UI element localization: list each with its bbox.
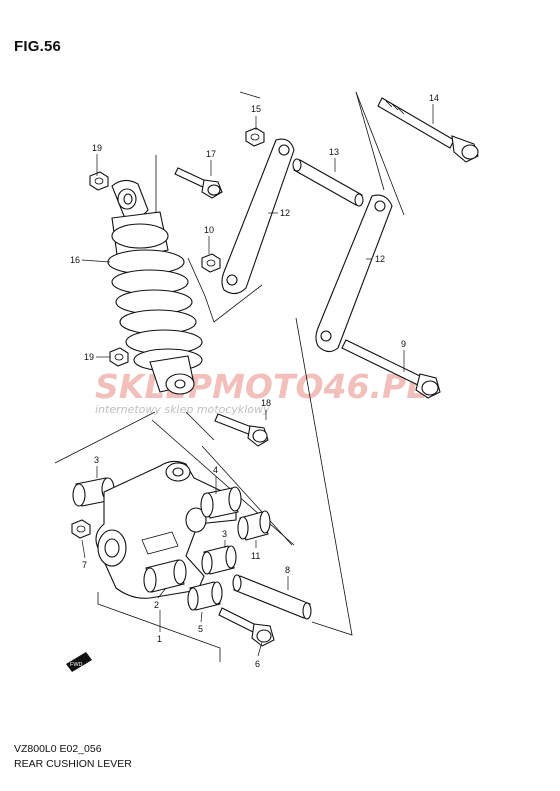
callout-17: 17 bbox=[206, 149, 216, 159]
fwd-label: FWD bbox=[70, 662, 83, 668]
bushing-5 bbox=[187, 581, 223, 611]
cushion-lever-1 bbox=[95, 460, 237, 599]
callout-14: 14 bbox=[429, 93, 439, 103]
callout-6: 6 bbox=[255, 659, 260, 669]
callout-labels: 14 15 13 12 12 19 17 10 16 19 9 18 3 4 3… bbox=[70, 93, 439, 669]
link-plate-12-right bbox=[315, 194, 393, 353]
callout-18: 18 bbox=[261, 398, 271, 408]
collar-11 bbox=[237, 510, 271, 541]
sleeve-13 bbox=[292, 158, 364, 207]
callout-3-left: 3 bbox=[94, 455, 99, 465]
nut-15 bbox=[245, 127, 265, 147]
callout-10: 10 bbox=[204, 225, 214, 235]
callout-16: 16 bbox=[70, 255, 80, 265]
bolt-18 bbox=[214, 413, 269, 447]
model-code: VZ800L0 E02_056 bbox=[14, 743, 102, 755]
callout-leaders bbox=[81, 104, 434, 657]
callout-12-right: 12 bbox=[375, 254, 385, 264]
watermark-text: SKLEPMOTO46.PL bbox=[95, 367, 427, 406]
callout-15: 15 bbox=[251, 104, 261, 114]
link-plate-12-left bbox=[221, 138, 295, 295]
callout-4: 4 bbox=[213, 465, 218, 475]
callout-8: 8 bbox=[285, 565, 290, 575]
callout-9: 9 bbox=[401, 339, 406, 349]
bushing-4 bbox=[200, 486, 242, 519]
bolt-14 bbox=[377, 97, 479, 163]
fwd-direction-badge: FWD bbox=[66, 652, 92, 672]
shock-absorber-16 bbox=[107, 179, 203, 395]
watermark-subtext: internetowy sklep motocyklowy bbox=[95, 403, 270, 416]
callout-12-left: 12 bbox=[280, 208, 290, 218]
callout-19-top: 19 bbox=[92, 143, 102, 153]
nut-19-top bbox=[89, 171, 109, 191]
nut-10 bbox=[201, 253, 221, 273]
bolt-6 bbox=[218, 607, 275, 647]
bolt-17 bbox=[174, 167, 223, 199]
callout-7: 7 bbox=[82, 560, 87, 570]
callout-3-right: 3 bbox=[222, 529, 227, 539]
bolt-9 bbox=[341, 339, 441, 399]
pipe-8 bbox=[232, 574, 312, 620]
callout-11: 11 bbox=[251, 551, 260, 561]
callout-5: 5 bbox=[198, 624, 203, 634]
nut-19-mid bbox=[109, 347, 129, 367]
callout-13: 13 bbox=[329, 147, 339, 157]
bushing-2 bbox=[143, 559, 187, 593]
diagram-caption: REAR CUSHION LEVER bbox=[14, 758, 132, 770]
callout-1: 1 bbox=[157, 634, 162, 644]
bushing-3-right bbox=[201, 545, 237, 575]
nut-7 bbox=[71, 519, 91, 539]
callout-2: 2 bbox=[154, 600, 159, 610]
callout-19-mid: 19 bbox=[84, 352, 94, 362]
watermark: SKLEPMOTO46.PL internetowy sklep motocyk… bbox=[95, 367, 427, 416]
figure-title: FIG.56 bbox=[14, 38, 62, 55]
